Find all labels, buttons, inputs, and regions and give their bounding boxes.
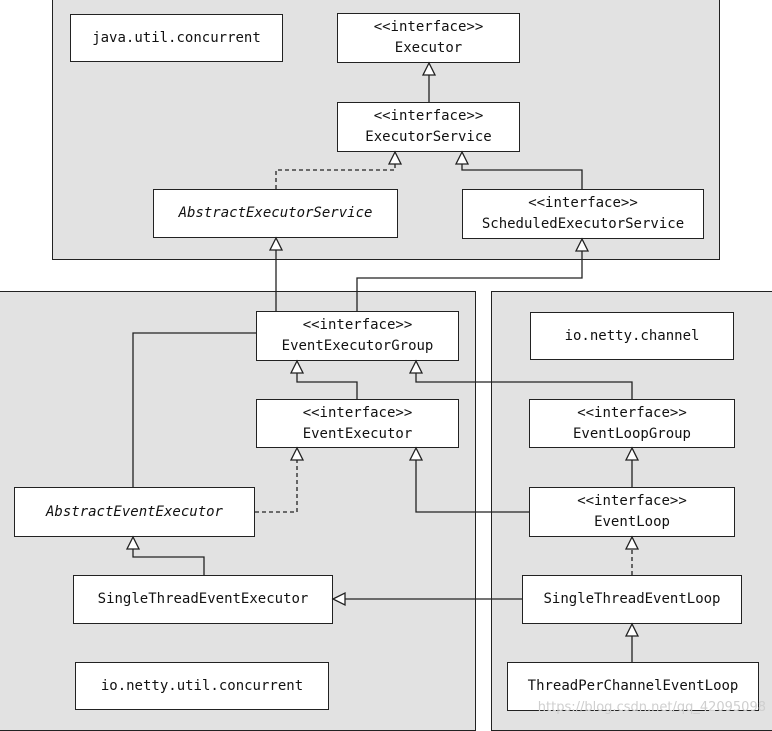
class-single-thread-event-loop: SingleThreadEventLoop — [522, 575, 742, 624]
package-label-io-netty-util-concurrent: io.netty.util.concurrent — [75, 662, 329, 710]
class-name: EventLoopGroup — [572, 425, 691, 442]
class-name: EventLoop — [594, 514, 670, 530]
watermark: https://blog.csdn.net/qq_42095098 — [537, 700, 766, 715]
class-name: AbstractExecutorService — [178, 205, 373, 221]
class-event-executor: <<interface>> EventExecutor — [256, 399, 459, 448]
class-name: Executor — [394, 40, 463, 56]
class-name: ScheduledExecutorService — [481, 216, 685, 232]
class-name: ExecutorService — [365, 129, 492, 145]
class-thread-per-channel-event-loop: ThreadPerChannelEventLoop — [507, 662, 759, 711]
package-label-text: io.netty.channel — [564, 327, 700, 344]
package-label-io-netty-channel: io.netty.channel — [530, 312, 734, 360]
class-event-loop: <<interface>> EventLoop — [529, 487, 735, 537]
class-single-thread-event-executor: SingleThreadEventExecutor — [73, 575, 333, 624]
class-name: SingleThreadEventLoop — [543, 591, 721, 607]
package-label-text: java.util.concurrent — [92, 29, 261, 46]
stereotype-label: <<interface>> — [373, 108, 484, 124]
class-abstract-executor-service: AbstractExecutorService — [153, 189, 398, 238]
stereotype-label: <<interface>> — [373, 19, 484, 35]
class-event-executor-group: <<interface>> EventExecutorGroup — [256, 311, 459, 361]
class-name: ThreadPerChannelEventLoop — [527, 678, 739, 694]
stereotype-label: <<interface>> — [577, 493, 687, 509]
class-scheduled-executor-service: <<interface>> ScheduledExecutorService — [462, 189, 704, 239]
stereotype-label: <<interface>> — [577, 404, 687, 421]
class-name: AbstractEventExecutor — [45, 503, 223, 520]
class-name: EventExecutor — [302, 425, 413, 442]
stereotype-label: <<interface>> — [302, 404, 413, 421]
class-executor-service: <<interface>> ExecutorService — [337, 102, 520, 152]
class-abstract-event-executor: AbstractEventExecutor — [14, 487, 255, 537]
package-label-java-util-concurrent: java.util.concurrent — [70, 14, 283, 62]
class-executor: <<interface>> Executor — [337, 13, 520, 63]
class-name: SingleThreadEventExecutor — [97, 591, 309, 607]
stereotype-label: <<interface>> — [302, 317, 413, 333]
package-label-text: io.netty.util.concurrent — [100, 677, 304, 694]
class-name: EventExecutorGroup — [281, 338, 434, 354]
stereotype-label: <<interface>> — [528, 195, 638, 211]
class-event-loop-group: <<interface>> EventLoopGroup — [529, 399, 735, 448]
